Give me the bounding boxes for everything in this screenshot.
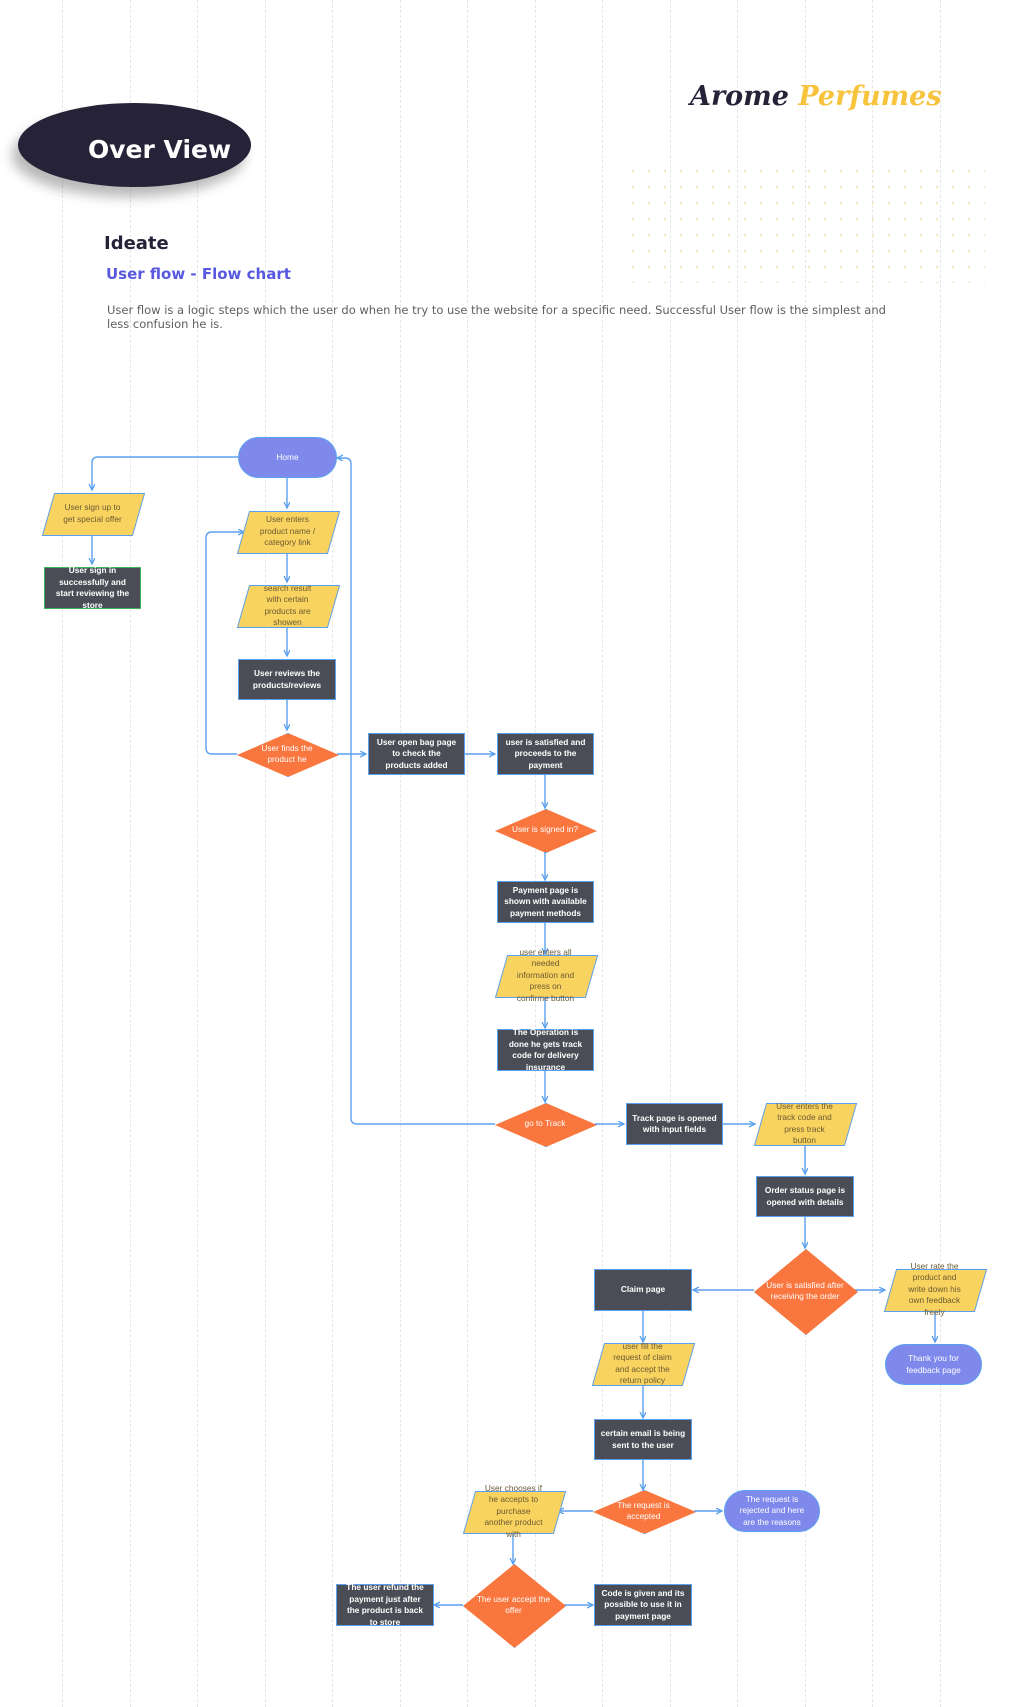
flow-decision-accept-offer: The user accept the offer bbox=[463, 1564, 564, 1646]
node-label: User rate the product and write down his… bbox=[908, 1260, 961, 1317]
node-label: Thank you for feedback page bbox=[906, 1353, 961, 1375]
flow-decision-finds: User finds the product he bbox=[237, 733, 337, 775]
dot-pattern bbox=[625, 163, 985, 283]
guide-line bbox=[62, 0, 63, 1707]
flow-decision-go-track: go to Track bbox=[495, 1103, 595, 1145]
node-label: The user accept the offer bbox=[476, 1593, 551, 1616]
flow-process-signin: User sign in successfully and start revi… bbox=[44, 565, 141, 610]
node-label: user is satisfied and proceeds to the pa… bbox=[505, 736, 586, 770]
node-label: User enters the track code and press tra… bbox=[776, 1100, 833, 1146]
node-label: User is signed in? bbox=[512, 824, 578, 835]
guide-line bbox=[400, 0, 401, 1707]
guide-line bbox=[197, 0, 198, 1707]
node-label: Home bbox=[276, 451, 299, 462]
guide-line bbox=[332, 0, 333, 1707]
flow-input-search-result: search result with certain products are … bbox=[243, 582, 332, 628]
flow-decision-signed-in: User is signed in? bbox=[495, 809, 595, 851]
node-label: certain email is being sent to the user bbox=[600, 1428, 686, 1450]
guide-line bbox=[602, 0, 603, 1707]
section-title: Ideate bbox=[104, 233, 169, 254]
node-label: The request is accepted bbox=[617, 1499, 670, 1522]
flow-decision-request-accepted: The request is accepted bbox=[593, 1490, 694, 1532]
guide-line bbox=[265, 0, 266, 1707]
flow-input-fill-claim: user fill the request of claim and accep… bbox=[598, 1340, 687, 1386]
flow-terminal-request-rejected: The request is rejected and here are the… bbox=[724, 1490, 820, 1532]
section-description: User flow is a logic steps which the use… bbox=[107, 303, 886, 331]
connector bbox=[205, 532, 244, 755]
flow-input-signup: User sign up to get special offer bbox=[48, 493, 137, 534]
guide-line bbox=[670, 0, 671, 1707]
guide-line bbox=[737, 0, 738, 1707]
node-label: User chooses if he accepts to purchase a… bbox=[484, 1482, 543, 1539]
node-label: user fill the request of claim and accep… bbox=[613, 1340, 672, 1386]
node-label: The user refund the payment just after t… bbox=[346, 1582, 424, 1627]
node-label: User reviews the products/reviews bbox=[252, 668, 322, 690]
section-subtitle: User flow - Flow chart bbox=[106, 265, 291, 283]
flow-input-chooses-another: User chooses if he accepts to purchase a… bbox=[469, 1483, 558, 1539]
flow-process-claim-page: Claim page bbox=[594, 1269, 692, 1311]
flow-process-operation-done: The Operation is done he gets track code… bbox=[497, 1027, 594, 1072]
flow-process-track-page: Track page is opened with input fields bbox=[626, 1103, 723, 1145]
node-label: go to Track bbox=[524, 1118, 566, 1129]
flow-input-enters-info: user enters all needed information and p… bbox=[501, 947, 590, 1003]
connector bbox=[92, 456, 238, 490]
node-label: User sign in successfully and start revi… bbox=[55, 565, 130, 610]
brand-name-part1: Arome bbox=[690, 81, 789, 112]
overview-title: Over View bbox=[88, 135, 232, 164]
flow-process-email-sent: certain email is being sent to the user bbox=[594, 1419, 692, 1460]
node-label: User enters product name / category link bbox=[259, 514, 316, 548]
node-label: search result with certain products are … bbox=[263, 582, 312, 628]
flow-process-code-given: Code is given and its possible to use it… bbox=[594, 1584, 692, 1626]
brand-logo: Arome Perfumes bbox=[690, 80, 942, 114]
flow-decision-satisfied-order: User is satisfied after receiving the or… bbox=[754, 1249, 856, 1333]
node-label: User open bag page to check the products… bbox=[376, 736, 457, 770]
guide-line bbox=[130, 0, 131, 1707]
flow-input-enters-link: User enters product name / category link bbox=[243, 511, 332, 552]
guide-line bbox=[940, 0, 941, 1707]
node-label: The Operation is done he gets track code… bbox=[508, 1027, 583, 1072]
node-label: User sign up to get special offer bbox=[63, 502, 122, 524]
overview-badge bbox=[18, 103, 251, 187]
node-label: Track page is opened with input fields bbox=[632, 1112, 717, 1135]
guide-line bbox=[872, 0, 873, 1707]
flow-process-payment-page: Payment page is shown with available pay… bbox=[497, 881, 594, 923]
flow-process-refund: The user refund the payment just after t… bbox=[336, 1582, 434, 1627]
guide-line bbox=[535, 0, 536, 1707]
flow-process-bag: User open bag page to check the products… bbox=[368, 733, 465, 775]
node-label: Order status page is opened with details bbox=[764, 1185, 846, 1207]
node-label: Payment page is shown with available pay… bbox=[504, 884, 587, 918]
node-label: Claim page bbox=[620, 1284, 666, 1295]
node-label: The request is rejected and here are the… bbox=[739, 1493, 805, 1527]
node-label: User finds the product he bbox=[261, 742, 313, 765]
flow-terminal-home: Home bbox=[238, 437, 337, 478]
node-label: User is satisfied after receiving the or… bbox=[766, 1279, 844, 1302]
guide-line bbox=[805, 0, 806, 1707]
node-label: user enters all needed information and p… bbox=[516, 946, 575, 1003]
node-label: Code is given and its possible to use it… bbox=[601, 1587, 685, 1621]
guide-line bbox=[467, 0, 468, 1707]
flow-process-reviews: User reviews the products/reviews bbox=[238, 659, 336, 700]
flow-terminal-thank-you: Thank you for feedback page bbox=[885, 1344, 982, 1385]
flow-process-satisfied-pay: user is satisfied and proceeds to the pa… bbox=[497, 733, 594, 775]
flow-input-enter-track-code: User enters the track code and press tra… bbox=[760, 1100, 849, 1146]
flow-process-order-status: Order status page is opened with details bbox=[756, 1176, 854, 1217]
brand-name-part2: Perfumes bbox=[798, 81, 942, 112]
connector bbox=[337, 458, 495, 1125]
flow-input-rate-product: User rate the product and write down his… bbox=[890, 1261, 979, 1317]
